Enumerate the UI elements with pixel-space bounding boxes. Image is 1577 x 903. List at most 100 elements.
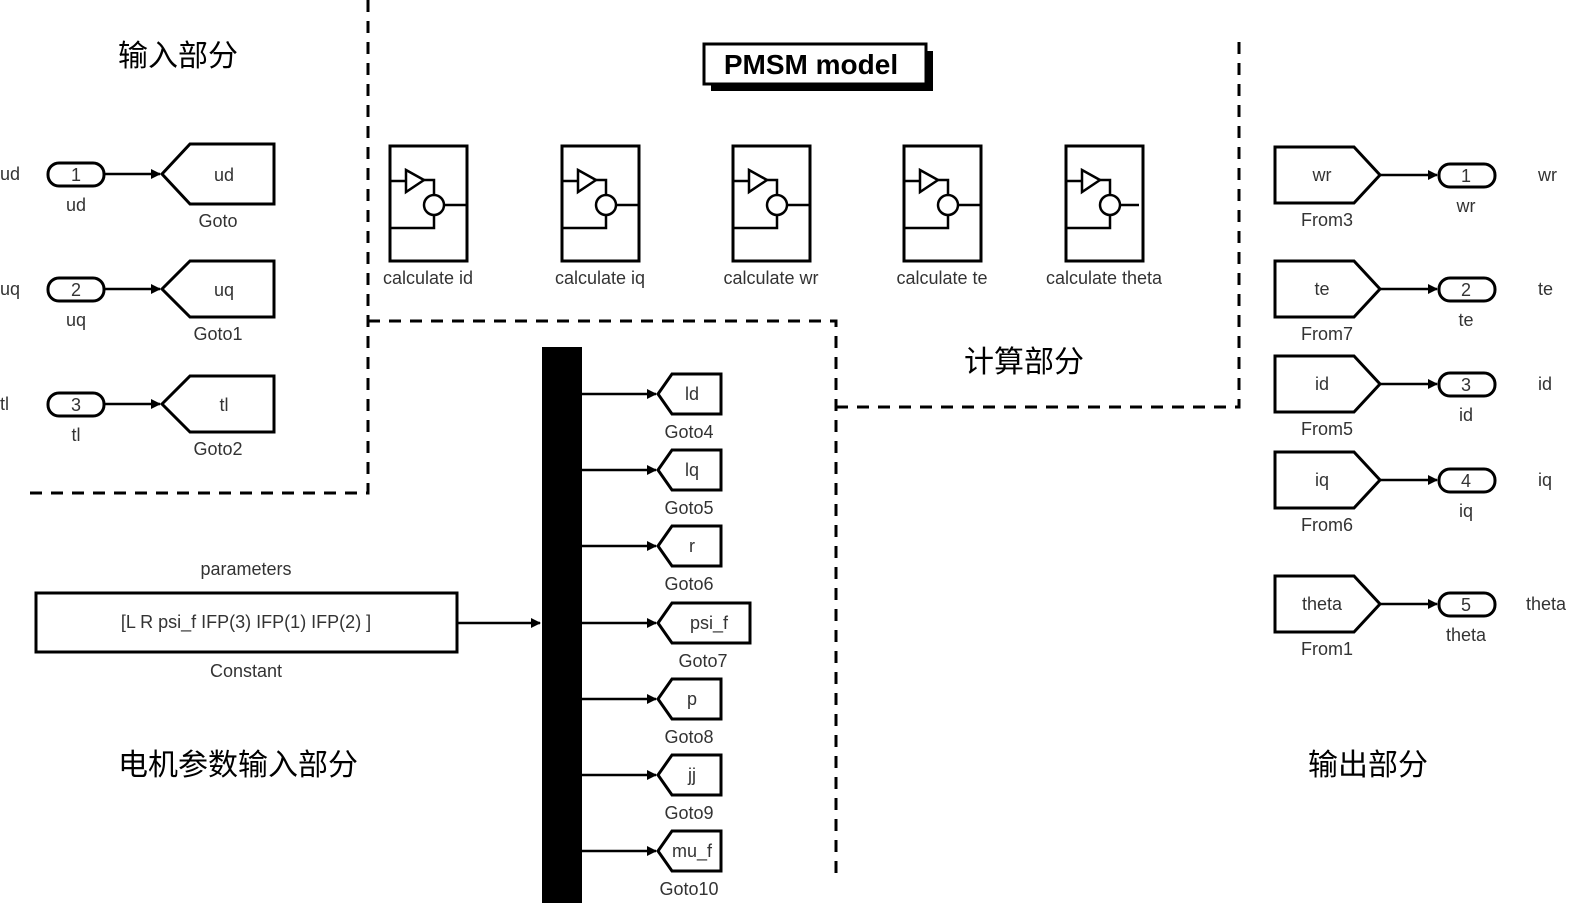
inport-name: tl	[72, 425, 81, 445]
subsystem-block[interactable]: calculate iq	[555, 144, 645, 288]
goto-name: Goto4	[664, 422, 713, 442]
output-outside-label: theta	[1526, 594, 1567, 614]
constant-name: Constant	[210, 661, 282, 681]
subsystem-name: calculate id	[383, 268, 473, 288]
goto-block[interactable]	[656, 601, 752, 645]
goto-name: Goto1	[193, 324, 242, 344]
from-block[interactable]	[1273, 450, 1383, 510]
section-title-calc: 计算部分	[964, 345, 1084, 380]
from-block[interactable]	[1273, 259, 1383, 319]
goto-tag: mu_f	[672, 841, 713, 862]
goto-block[interactable]	[656, 372, 723, 416]
goto-block[interactable]	[159, 259, 276, 319]
outport-name: theta	[1446, 625, 1487, 645]
inport-number: 3	[71, 395, 81, 415]
subsystem-icon	[562, 167, 639, 230]
outport-block[interactable]	[1437, 162, 1497, 189]
outport-block[interactable]	[1437, 591, 1497, 618]
goto-tag: psi_f	[690, 613, 729, 634]
inport-name: ud	[66, 195, 86, 215]
subsystem-block[interactable]: calculate wr	[723, 144, 819, 288]
goto-block[interactable]	[656, 448, 723, 492]
goto-block[interactable]	[656, 524, 723, 568]
from-block[interactable]	[1273, 574, 1383, 634]
from-block[interactable]	[1273, 354, 1383, 414]
input-row: ud 1 ud ud Goto	[0, 142, 276, 231]
from-name: From3	[1301, 210, 1353, 230]
output-ports-group: wrFrom31wrwrteFrom72teteidFrom53ididiqFr…	[1273, 145, 1567, 659]
output-outside-label: iq	[1538, 470, 1552, 490]
input-row: uq 2 uq uq Goto1	[0, 259, 276, 344]
subsystem-icon	[733, 167, 810, 230]
input-section-boundary	[30, 0, 370, 495]
outport-number: 4	[1461, 471, 1471, 491]
outport-number: 2	[1461, 280, 1471, 300]
goto-tag: p	[687, 689, 697, 709]
inport-name: uq	[66, 310, 86, 330]
subsystem-block[interactable]: calculate id	[383, 144, 473, 288]
outport-block[interactable]	[1437, 467, 1497, 494]
goto-name: Goto	[198, 211, 237, 231]
subsystem-block[interactable]: calculate te	[896, 144, 988, 288]
from-name: From1	[1301, 639, 1353, 659]
demux-outputs-group: ldGoto4lqGoto5rGoto6psi_fGoto7pGoto8jjGo…	[582, 372, 752, 899]
constant-group: parameters [L R psi_f IFP(3) IFP(1) IFP(…	[34, 559, 541, 681]
output-outside-label: wr	[1537, 165, 1557, 185]
goto-block[interactable]	[656, 753, 723, 797]
subsystem-name: calculate te	[896, 268, 987, 288]
outport-number: 3	[1461, 375, 1471, 395]
calc-section-boundary-right	[836, 40, 1241, 409]
outport-number: 5	[1461, 595, 1471, 615]
input-outside-label: ud	[0, 164, 20, 184]
goto-block[interactable]	[159, 142, 276, 206]
calc-section-boundary	[368, 319, 838, 875]
from-tag: iq	[1315, 470, 1329, 490]
outport-name: wr	[1456, 196, 1476, 216]
inport-number: 2	[71, 280, 81, 300]
inport-number: 1	[71, 165, 81, 185]
outport-block[interactable]	[1437, 276, 1497, 303]
section-title-input: 输入部分	[118, 39, 238, 74]
from-block[interactable]	[1273, 145, 1383, 205]
goto-name: Goto8	[664, 727, 713, 747]
goto-name: Goto5	[664, 498, 713, 518]
subsystem-block[interactable]: calculate theta	[1046, 144, 1163, 288]
goto-name: Goto10	[659, 879, 718, 899]
goto-name: Goto2	[193, 439, 242, 459]
constant-block[interactable]	[34, 591, 459, 654]
subsystem-icon	[1066, 167, 1139, 230]
from-tag: id	[1315, 374, 1329, 394]
outport-block[interactable]	[1437, 371, 1497, 398]
section-boundaries	[30, 0, 1241, 875]
model-title: PMSM model	[724, 49, 898, 80]
from-name: From5	[1301, 419, 1353, 439]
constant-top-label: parameters	[200, 559, 291, 579]
constant-value: [L R psi_f IFP(3) IFP(1) IFP(2) ]	[121, 612, 371, 633]
from-tag: theta	[1302, 594, 1343, 614]
input-row: tl 3 tl tl Goto2	[0, 374, 276, 459]
outport-number: 1	[1461, 166, 1471, 186]
outport-name: id	[1459, 405, 1473, 425]
outport-name: te	[1458, 310, 1473, 330]
demux-block[interactable]	[542, 347, 582, 903]
goto-block[interactable]	[656, 677, 723, 721]
goto-block[interactable]	[656, 829, 723, 873]
goto-tag: lq	[685, 460, 699, 480]
goto-name: Goto9	[664, 803, 713, 823]
subsystem-name: calculate wr	[723, 268, 818, 288]
section-title-output: 输出部分	[1308, 748, 1428, 783]
goto-block[interactable]	[159, 374, 276, 434]
input-outside-label: uq	[0, 279, 20, 299]
